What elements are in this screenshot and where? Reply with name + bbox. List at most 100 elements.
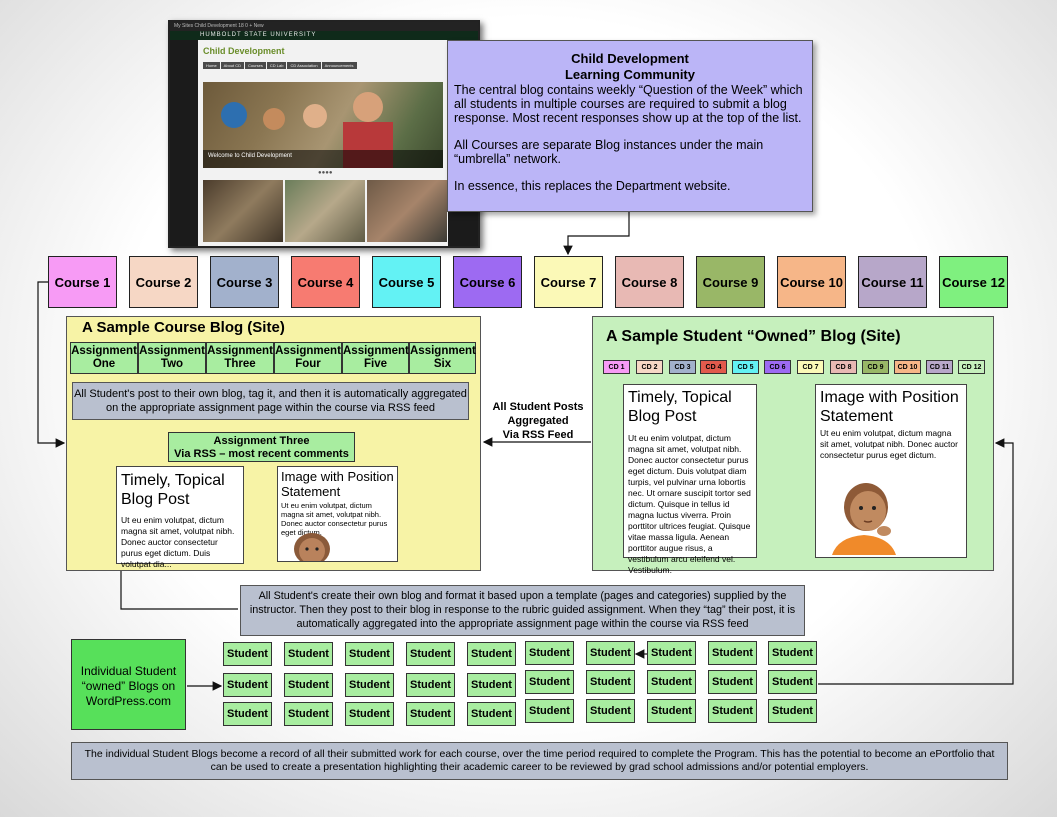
course-box: Course 9 bbox=[696, 256, 765, 308]
course-blog-title: A Sample Course Blog (Site) bbox=[82, 319, 285, 336]
nav-item: Courses bbox=[245, 62, 266, 69]
student-box: Student bbox=[223, 642, 272, 666]
card-title: Image with Position Statement bbox=[281, 469, 394, 499]
student-box: Student bbox=[586, 641, 635, 665]
nav-item: Announcements bbox=[321, 62, 357, 69]
cd-tag: CD 2 bbox=[636, 360, 663, 374]
rss-assignment-box: Assignment Three Via RSS – most recent c… bbox=[168, 432, 355, 462]
student-box: Student bbox=[525, 699, 574, 723]
student-box: Student bbox=[345, 673, 394, 697]
course-box: Course 8 bbox=[615, 256, 684, 308]
cd-tag: CD 12 bbox=[958, 360, 985, 374]
student-box: Student bbox=[467, 702, 516, 726]
card-title: Image with Position Statement bbox=[820, 389, 959, 425]
student-box: Student bbox=[586, 699, 635, 723]
card-title: Timely, Topical Blog Post bbox=[121, 472, 225, 508]
student-box: Student bbox=[525, 670, 574, 694]
thumbnail-photo bbox=[203, 180, 283, 242]
info-title-line1: Child Development bbox=[571, 51, 689, 66]
info-title-line2: Learning Community bbox=[564, 67, 695, 82]
course-box: Course 4 bbox=[291, 256, 360, 308]
hero-caption: Welcome to Child Development bbox=[203, 150, 443, 168]
hero-photo: Welcome to Child Development bbox=[203, 82, 443, 168]
individual-blogs-box: Individual Student “owned” Blogs on Word… bbox=[71, 639, 186, 730]
course-box: Course 10 bbox=[777, 256, 846, 308]
course-position-card: Image with Position Statement Ut eu enim… bbox=[277, 466, 398, 562]
course-box: Course 5 bbox=[372, 256, 441, 308]
student-box: Student bbox=[345, 702, 394, 726]
thumbnail-photo bbox=[367, 180, 447, 242]
course-box: Course 3 bbox=[210, 256, 279, 308]
aggregation-note: All Student's post to their own blog, ta… bbox=[72, 382, 469, 420]
site-title: Child Development bbox=[203, 46, 285, 56]
screenshot-page: Child Development Home About CD Courses … bbox=[198, 40, 448, 246]
card-title: Timely, Topical Blog Post bbox=[628, 389, 732, 425]
nav-item: About CD bbox=[220, 62, 245, 69]
student-box: Student bbox=[284, 642, 333, 666]
learning-community-info: Child Development Learning Community The… bbox=[447, 40, 813, 212]
student-box: Student bbox=[647, 641, 696, 665]
cd-tag: CD 10 bbox=[894, 360, 921, 374]
info-paragraph: In essence, this replaces the Department… bbox=[454, 179, 731, 193]
card-text: Ut eu enim volutpat, dictum magna sit am… bbox=[121, 515, 235, 569]
eportfolio-note: The individual Student Blogs become a re… bbox=[71, 742, 1008, 780]
university-banner: HUMBOLDT STATE UNIVERSITY bbox=[170, 31, 478, 40]
student-box: Student bbox=[768, 699, 817, 723]
course-box: Course 6 bbox=[453, 256, 522, 308]
child-photo bbox=[294, 533, 330, 561]
site-nav: Home About CD Courses CD Lab CD Associat… bbox=[203, 62, 357, 69]
card-text: Ut eu enim volutpat, dictum magna sit am… bbox=[281, 501, 388, 537]
student-box: Student bbox=[586, 670, 635, 694]
template-note: All Student's create their own blog and … bbox=[240, 585, 805, 636]
student-position-card: Image with Position Statement Ut eu enim… bbox=[815, 384, 967, 558]
cd-tag: CD 3 bbox=[669, 360, 696, 374]
course-blog-post-card: Timely, Topical Blog Post Ut eu enim vol… bbox=[116, 466, 244, 569]
student-box: Student bbox=[345, 642, 394, 666]
course-box: Course 11 bbox=[858, 256, 927, 308]
thumbnail-photo bbox=[285, 180, 365, 242]
student-blog-title: A Sample Student “Owned” Blog (Site) bbox=[606, 328, 901, 345]
admin-bar: My Sites Child Development 18 0 + New bbox=[170, 22, 478, 31]
student-box: Student bbox=[467, 673, 516, 697]
slider-dots: ●●●● bbox=[318, 170, 333, 176]
nav-item: Home bbox=[203, 62, 220, 69]
card-text: Ut eu enim volutpat, dictum magna sit am… bbox=[628, 433, 751, 575]
rss-aggregation-label: All Student Posts Aggregated Via RSS Fee… bbox=[492, 401, 584, 441]
cd-tag: CD 11 bbox=[926, 360, 953, 374]
cd-tag: CD 1 bbox=[603, 360, 630, 374]
course-box: Course 1 bbox=[48, 256, 117, 308]
cd-tag: CD 7 bbox=[797, 360, 824, 374]
student-box: Student bbox=[406, 673, 455, 697]
student-box: Student bbox=[406, 642, 455, 666]
student-box: Student bbox=[768, 641, 817, 665]
cd-tag: CD 9 bbox=[862, 360, 889, 374]
student-box: Student bbox=[525, 641, 574, 665]
course-box: Course 7 bbox=[534, 256, 603, 308]
department-site-screenshot: My Sites Child Development 18 0 + New HU… bbox=[168, 20, 480, 248]
child-photo bbox=[832, 483, 896, 555]
student-box: Student bbox=[708, 699, 757, 723]
cd-tag: CD 6 bbox=[764, 360, 791, 374]
student-blog-post-card: Timely, Topical Blog Post Ut eu enim vol… bbox=[623, 384, 757, 575]
course-blog-to-template-note-line bbox=[120, 571, 238, 610]
cd-tag: CD 4 bbox=[700, 360, 727, 374]
student-box: Student bbox=[467, 642, 516, 666]
info-to-course7-arrow bbox=[563, 212, 630, 256]
student-box: Student bbox=[284, 702, 333, 726]
student-box: Student bbox=[768, 670, 817, 694]
nav-item: CD Lab bbox=[266, 62, 287, 69]
nav-item: CD Association bbox=[287, 62, 321, 69]
student-box: Student bbox=[284, 673, 333, 697]
student-box: Student bbox=[406, 702, 455, 726]
student-box: Student bbox=[223, 702, 272, 726]
student-box: Student bbox=[708, 670, 757, 694]
cd-tag: CD 8 bbox=[830, 360, 857, 374]
card-text: Ut eu enim volutpat, dictum magna sit am… bbox=[820, 428, 958, 460]
